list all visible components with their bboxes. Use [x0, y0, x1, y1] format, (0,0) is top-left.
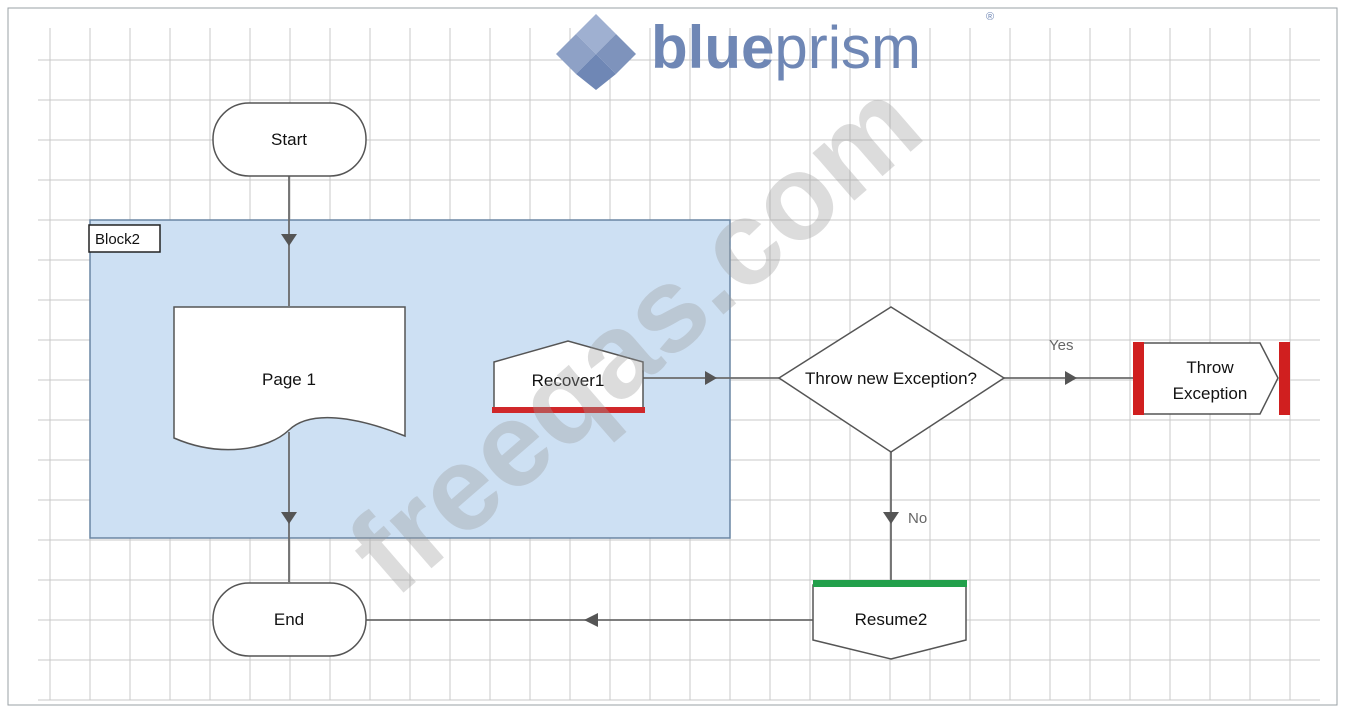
throw-exception-right-marker: [1279, 342, 1290, 415]
blueprism-logo-icon: [556, 14, 636, 90]
arrow-down-icon: [883, 512, 899, 524]
arrow-down-icon: [281, 512, 297, 524]
resume2-marker: [813, 580, 967, 587]
start-node-label: Start: [271, 130, 307, 149]
throw-exception-label-line1: Throw: [1186, 358, 1234, 377]
end-node-label: End: [274, 610, 304, 629]
block2-label: Block2: [95, 231, 140, 248]
resume2-node-label: Resume2: [855, 610, 928, 629]
end-node[interactable]: [212, 582, 367, 657]
throw-exception-node[interactable]: [1136, 342, 1279, 415]
blueprism-logo: blueprism ®: [556, 11, 994, 90]
throw-exception-label-line2: Exception: [1173, 384, 1248, 403]
arrow-down-icon: [281, 234, 297, 246]
block2-label-box: [88, 224, 161, 253]
decision-node-label: Throw new Exception?: [805, 369, 977, 388]
recover1-node[interactable]: [493, 340, 644, 412]
arrow-right-icon: [705, 371, 717, 385]
page1-node-label: Page 1: [262, 370, 316, 389]
arrow-right-icon: [1065, 371, 1077, 385]
decision-node[interactable]: [777, 306, 1006, 453]
edge-label-no: No: [908, 510, 927, 527]
recover1-marker: [492, 407, 645, 413]
logo-registered-mark: ®: [986, 11, 994, 23]
start-node[interactable]: [212, 102, 367, 177]
svg-text:blueprism: blueprism: [651, 14, 921, 81]
edge-label-yes: Yes: [1049, 337, 1073, 354]
recover1-node-label: Recover1: [532, 371, 605, 390]
logo-text-blue: blue: [651, 14, 774, 81]
arrow-left-icon: [584, 613, 598, 627]
logo-text-prism: prism: [774, 14, 921, 81]
throw-exception-left-marker: [1133, 342, 1144, 415]
page1-node[interactable]: [173, 306, 406, 451]
